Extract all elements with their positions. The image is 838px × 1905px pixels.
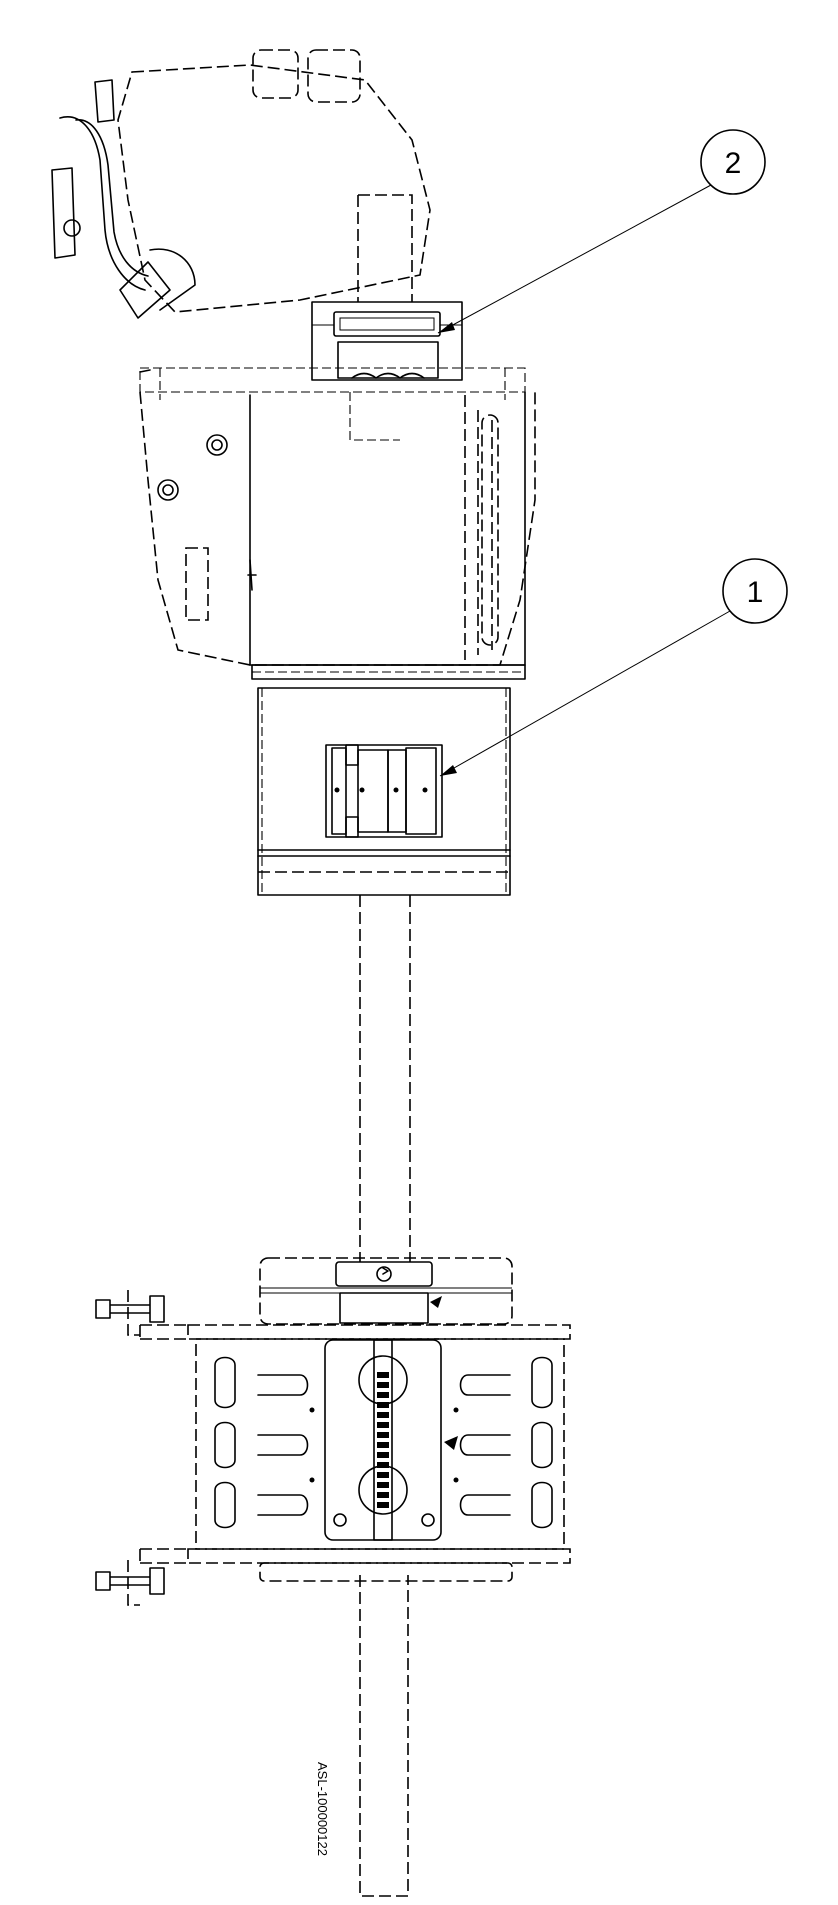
callout-1: 1: [439, 558, 788, 777]
rack-tooth: [377, 1502, 389, 1508]
rack-tooth: [377, 1382, 389, 1388]
lower-bearing-assembly: [95, 1257, 571, 1606]
rack-tooth: [377, 1462, 389, 1468]
coupling-block: [311, 301, 463, 381]
rack-tooth: [377, 1392, 389, 1398]
document-id: ASL-100000122: [315, 1762, 330, 1856]
rack-tooth: [377, 1432, 389, 1438]
svg-text:2: 2: [725, 147, 742, 180]
rack-tooth: [377, 1492, 389, 1498]
shaft: [359, 895, 411, 1897]
rack-tooth: [377, 1452, 389, 1458]
rack-tooth: [377, 1402, 389, 1408]
callout-2: 2: [437, 129, 766, 334]
bolt-upper: [95, 1290, 165, 1336]
clamp-block: [325, 744, 443, 838]
rack-tooth: [377, 1482, 389, 1488]
rack-tooth: [377, 1472, 389, 1478]
svg-text:1: 1: [747, 576, 764, 609]
rack-tooth: [377, 1412, 389, 1418]
rack-tooth: [377, 1442, 389, 1448]
bolt-lower: [95, 1560, 165, 1606]
rack-tooth: [377, 1422, 389, 1428]
clamp-housing: [257, 687, 511, 896]
head-assembly: [51, 49, 536, 680]
rack-tooth: [377, 1372, 389, 1378]
rack-teeth: [377, 1372, 389, 1508]
